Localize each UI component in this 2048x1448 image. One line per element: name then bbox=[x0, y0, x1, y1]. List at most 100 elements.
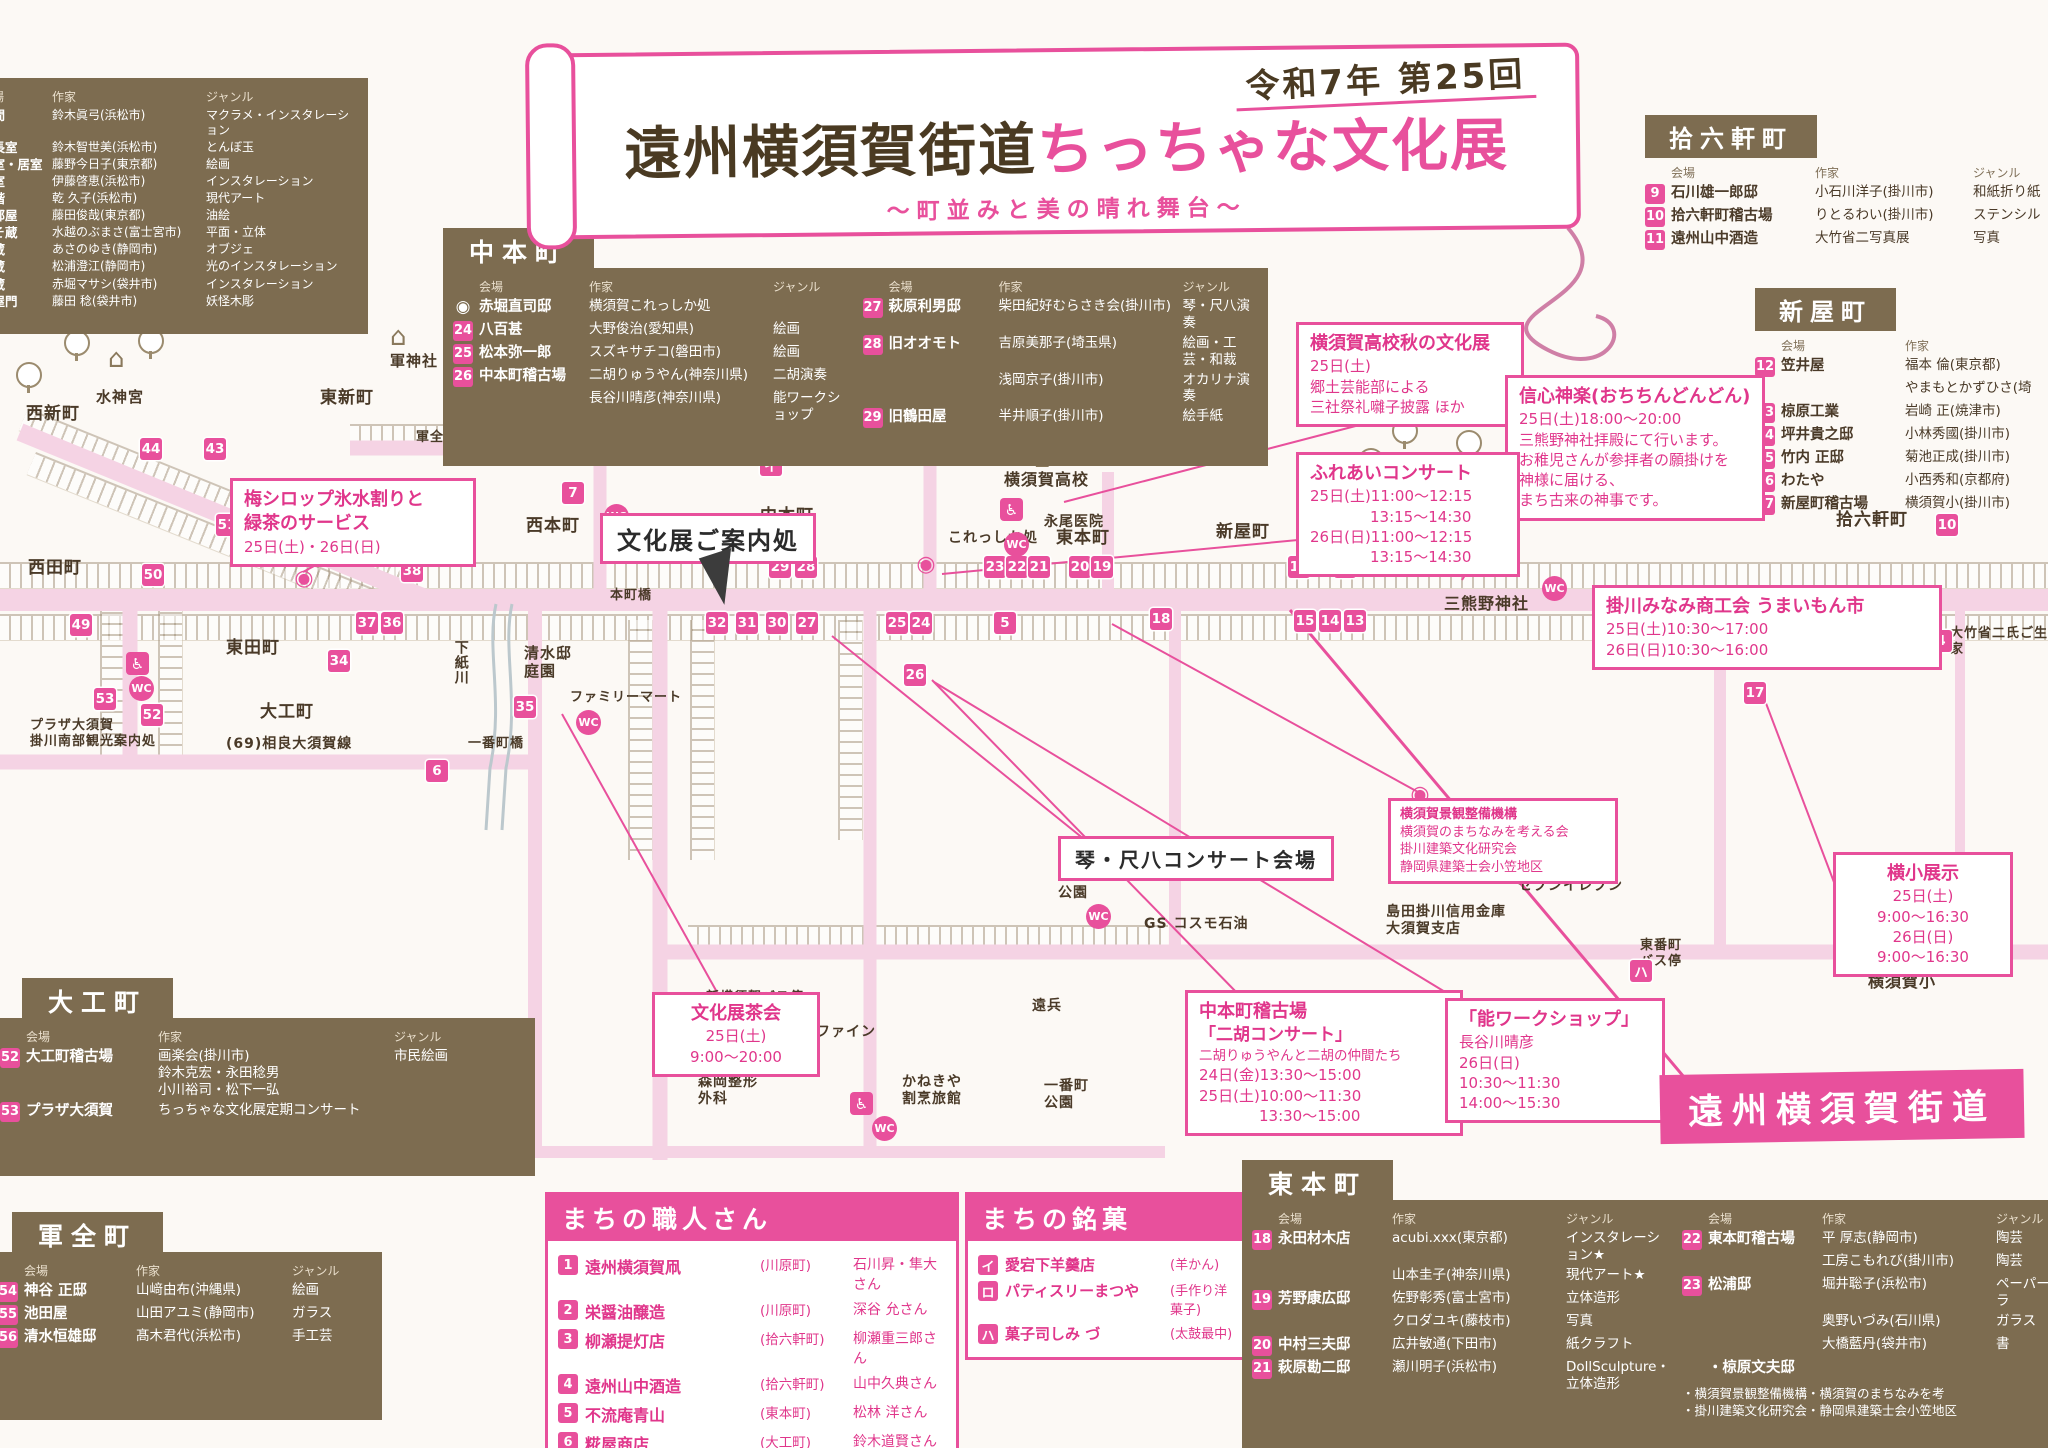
map-label: 西田町 bbox=[28, 558, 82, 578]
header-genre: ジャンル bbox=[292, 1264, 340, 1278]
venue-artist: 半井順子(掛川市) bbox=[998, 408, 1104, 425]
venue-artist: やまもとかずひさ(埼 bbox=[1905, 380, 2032, 396]
sweet-shop: パティスリーまつや bbox=[1005, 1282, 1140, 1300]
venue-artist: 赤堀マサシ(袋井市) bbox=[52, 276, 158, 291]
info-line: 13:30～15:00 bbox=[1199, 1106, 1361, 1125]
venue-name: 萩原利男邸 bbox=[888, 299, 962, 315]
craftsman-person: 山中久典さん bbox=[853, 1376, 937, 1392]
map-label: 遠兵 bbox=[1032, 998, 1062, 1014]
map-marker-31: 31 bbox=[736, 612, 758, 634]
info-box-guide-desk: 文化展ご案内処 bbox=[600, 513, 816, 564]
venue-genre: 手工芸 bbox=[292, 1328, 333, 1344]
map-marker-15: 15 bbox=[1294, 610, 1316, 632]
building-row bbox=[158, 606, 183, 766]
venue-genre: インスタレーション bbox=[206, 276, 314, 291]
venue-number-badge: 29 bbox=[862, 408, 883, 429]
venue-artist: 山本圭子(神奈川県) bbox=[1392, 1266, 1511, 1283]
craftsman-row: 1 遠州横須賀凧 (川原町) 石川昇・隼大さん bbox=[558, 1254, 946, 1294]
venue-number-badge: ◉ bbox=[455, 297, 471, 318]
map-marker-32: 32 bbox=[706, 612, 728, 634]
header-artist: 作家 bbox=[136, 1264, 161, 1278]
info-line: 信心神楽(おちちんどんどん) bbox=[1519, 386, 1751, 407]
district-title: 拾六軒町 bbox=[1645, 115, 1817, 158]
header-venue: 会場 bbox=[479, 280, 504, 294]
sweet-note: (太鼓最中) bbox=[1170, 1327, 1233, 1342]
venue-row: 29 旧鶴田屋 半井順子(掛川市) 絵手紙 bbox=[862, 408, 1259, 429]
venue-row: クロダユキ(藤枝市) 写真 bbox=[1252, 1313, 1670, 1333]
venue-number-badge: 56 bbox=[0, 1328, 18, 1348]
info-line: 掛川建築文化研究会 bbox=[1400, 842, 1518, 858]
info-box-fureai-concert: ふれあいコンサート 25日(土)11:00～12:15 13:15～14:30 … bbox=[1296, 452, 1520, 578]
map-label: 西本町 bbox=[526, 516, 580, 536]
venue-row: 18 永田材木店 acubi.xxx(東京都) インスタレーション★ bbox=[1252, 1230, 1670, 1264]
craftsman-row: 6 糀屋商店 (大工町) 鈴木道賢さん bbox=[558, 1431, 946, 1448]
venue-row: 56 清水恒雄邸 髙木君代(浜松市) 手工芸 bbox=[0, 1328, 372, 1348]
venue-artist: 奥野いづみ(石川県) bbox=[1821, 1312, 1941, 1329]
district-title: 軍全町 bbox=[12, 1212, 164, 1258]
venue-row: 工房こもれび(掛川市) 陶芸 bbox=[1682, 1253, 2048, 1273]
sweet-row: イ 愛宕下羊羹店 (羊かん) bbox=[978, 1254, 1240, 1275]
header-artist: 作家 bbox=[1905, 339, 1930, 353]
venue-genre: 能ワークショップ bbox=[773, 390, 841, 423]
venue-artist: 山田アユミ(静岡市) bbox=[136, 1305, 255, 1321]
venue-artist: 山﨑由布(沖縄県) bbox=[136, 1282, 242, 1298]
header-venue: 会場 bbox=[888, 280, 913, 294]
venue-artist: りとるわい(掛川市) bbox=[1815, 207, 1934, 223]
venue-number-badge: 52 bbox=[0, 1048, 20, 1068]
sweet-row: ロ パティスリーまつや (手作り洋菓子) bbox=[978, 1280, 1240, 1318]
venue-name: 赤堀直司邸 bbox=[479, 299, 552, 315]
venue-row: 15 竹内 正邸 菊池正成(掛川市) bbox=[1755, 449, 2048, 469]
info-line: 25日(土)・26日(日) bbox=[244, 537, 381, 556]
header-venue: 会場 bbox=[1671, 166, 1696, 180]
venue-artist: 横須賀これっしか処 bbox=[589, 298, 711, 314]
craftsman-person: 鈴木道賢さん bbox=[853, 1434, 937, 1448]
venue-name: 石川雄一郎邸 bbox=[1671, 185, 1758, 201]
venue-name: 清水恒雄邸 bbox=[24, 1329, 97, 1345]
info-box-koto-concert-venue: 琴・尺八コンサート会場 bbox=[1058, 836, 1334, 881]
venue-artist: 工房こもれび(掛川市) bbox=[1821, 1253, 1954, 1269]
map-label: 水神宮 bbox=[96, 388, 145, 406]
venue-artist: 松浦澄江(静岡市) bbox=[52, 259, 146, 274]
craftsman-shop: 不流庵青山 bbox=[585, 1406, 666, 1425]
venue-genre: 妖怪木彫 bbox=[206, 293, 255, 308]
venue-artist: 佐野彰秀(富士宮市) bbox=[1392, 1289, 1511, 1306]
venue-row: ◉ 赤堀直司邸 横須賀これっしか処 bbox=[453, 297, 849, 318]
venue-artist: 小林秀國(掛川市) bbox=[1905, 426, 2011, 442]
tree-icon bbox=[16, 362, 42, 393]
info-line: 静岡県建築士会小笠地区 bbox=[1400, 859, 1544, 875]
info-line: 横須賀景観整備機構 bbox=[1400, 807, 1518, 822]
map-target-marker: ◉ bbox=[916, 551, 936, 577]
venue-genre: 絵画・工芸・和裁 bbox=[1182, 334, 1237, 368]
table-header: 会場 作家 ジャンル bbox=[0, 1028, 525, 1045]
map-label: ファミリーマート bbox=[570, 690, 683, 705]
craftsman-person: 柳瀬重三郎さん bbox=[853, 1331, 937, 1367]
craftsman-person: 深谷 允さん bbox=[853, 1302, 928, 1318]
table-header: 会場 作家 ジャンル bbox=[0, 88, 358, 105]
header-artist: 作家 bbox=[1392, 1212, 1417, 1226]
venue-genre: インスタレーション bbox=[206, 173, 314, 188]
venue-name: 芳野康広邸 bbox=[1278, 1290, 1351, 1307]
craftsman-row: 5 不流庵青山 (東本町) 松林 洋さん bbox=[558, 1402, 946, 1426]
map-label: 清水邸 庭園 bbox=[524, 644, 573, 680]
venue-artist: 菊池正成(掛川市) bbox=[1905, 449, 2011, 465]
info-line: 25日(土)10:00～11:30 bbox=[1199, 1086, 1362, 1105]
venue-genre: 絵画 bbox=[292, 1282, 319, 1298]
map-marker-17: 17 bbox=[1744, 682, 1766, 704]
district-box-west-house: 会場 作家 ジャンル 土間 鈴木眞弓(浜松市) マクラメ・インスタレーション 局… bbox=[0, 78, 368, 334]
district-title: 東本町 bbox=[1242, 1160, 1394, 1206]
venue-row: 55 池田屋 山田アユミ(静岡市) ガラス bbox=[0, 1305, 372, 1325]
venue-name: 遠州山中酒造 bbox=[1671, 231, 1758, 247]
map-marker-20: 20 bbox=[1069, 556, 1091, 578]
info-line: 9:00～16:30 bbox=[1877, 948, 1969, 967]
map-label: 本町橋 bbox=[610, 588, 653, 603]
venue-number-badge: 9 bbox=[1645, 184, 1665, 204]
district-title: 新屋町 bbox=[1755, 288, 1896, 331]
venue-number-badge: 53 bbox=[0, 1101, 20, 1122]
info-line: 中本町稽古場 bbox=[1199, 1001, 1307, 1022]
venue-genre: 絵画 bbox=[773, 344, 800, 360]
venue-artist: 吉原美那子(埼玉県) bbox=[998, 334, 1118, 351]
header-artist: 作家 bbox=[158, 1030, 183, 1044]
venue-row: 茶室 伊藤啓恵(浜松市) インスタレーション bbox=[0, 174, 358, 190]
info-line: 三社祭礼囃子披露 ほか bbox=[1310, 397, 1465, 416]
venue-artist: 広井敏通(下田市) bbox=[1392, 1335, 1498, 1352]
